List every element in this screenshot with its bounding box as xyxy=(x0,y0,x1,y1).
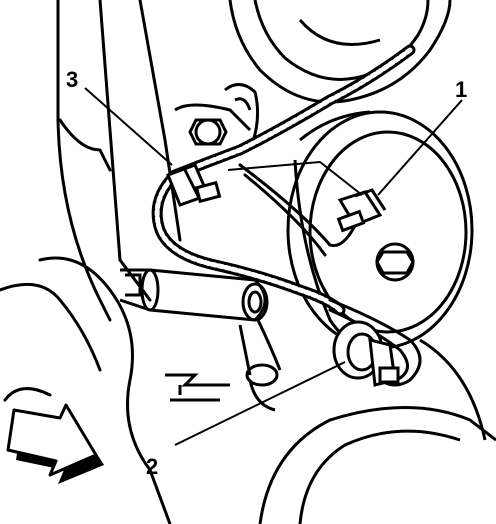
main-pulley xyxy=(286,110,474,354)
connector-3 xyxy=(166,163,222,207)
lower-pulley xyxy=(258,338,496,524)
leader-1-fork xyxy=(227,160,363,196)
wiring-harness xyxy=(151,44,422,387)
pipe-assembly xyxy=(119,268,282,412)
leader-3 xyxy=(84,87,173,166)
connector-2 xyxy=(332,320,400,387)
bracket-bolt xyxy=(174,83,260,151)
leader-2 xyxy=(174,361,346,446)
callout-leaders xyxy=(84,87,463,446)
upper-pulley xyxy=(228,0,452,104)
callout-label-2: 2 xyxy=(146,454,158,479)
callout-label-1: 1 xyxy=(455,77,467,102)
callout-label-3: 3 xyxy=(66,67,78,92)
engine-block-outline xyxy=(0,0,182,524)
connector-1 xyxy=(336,188,387,233)
forward-direction-arrow-icon xyxy=(6,403,104,484)
leader-1 xyxy=(377,99,463,196)
